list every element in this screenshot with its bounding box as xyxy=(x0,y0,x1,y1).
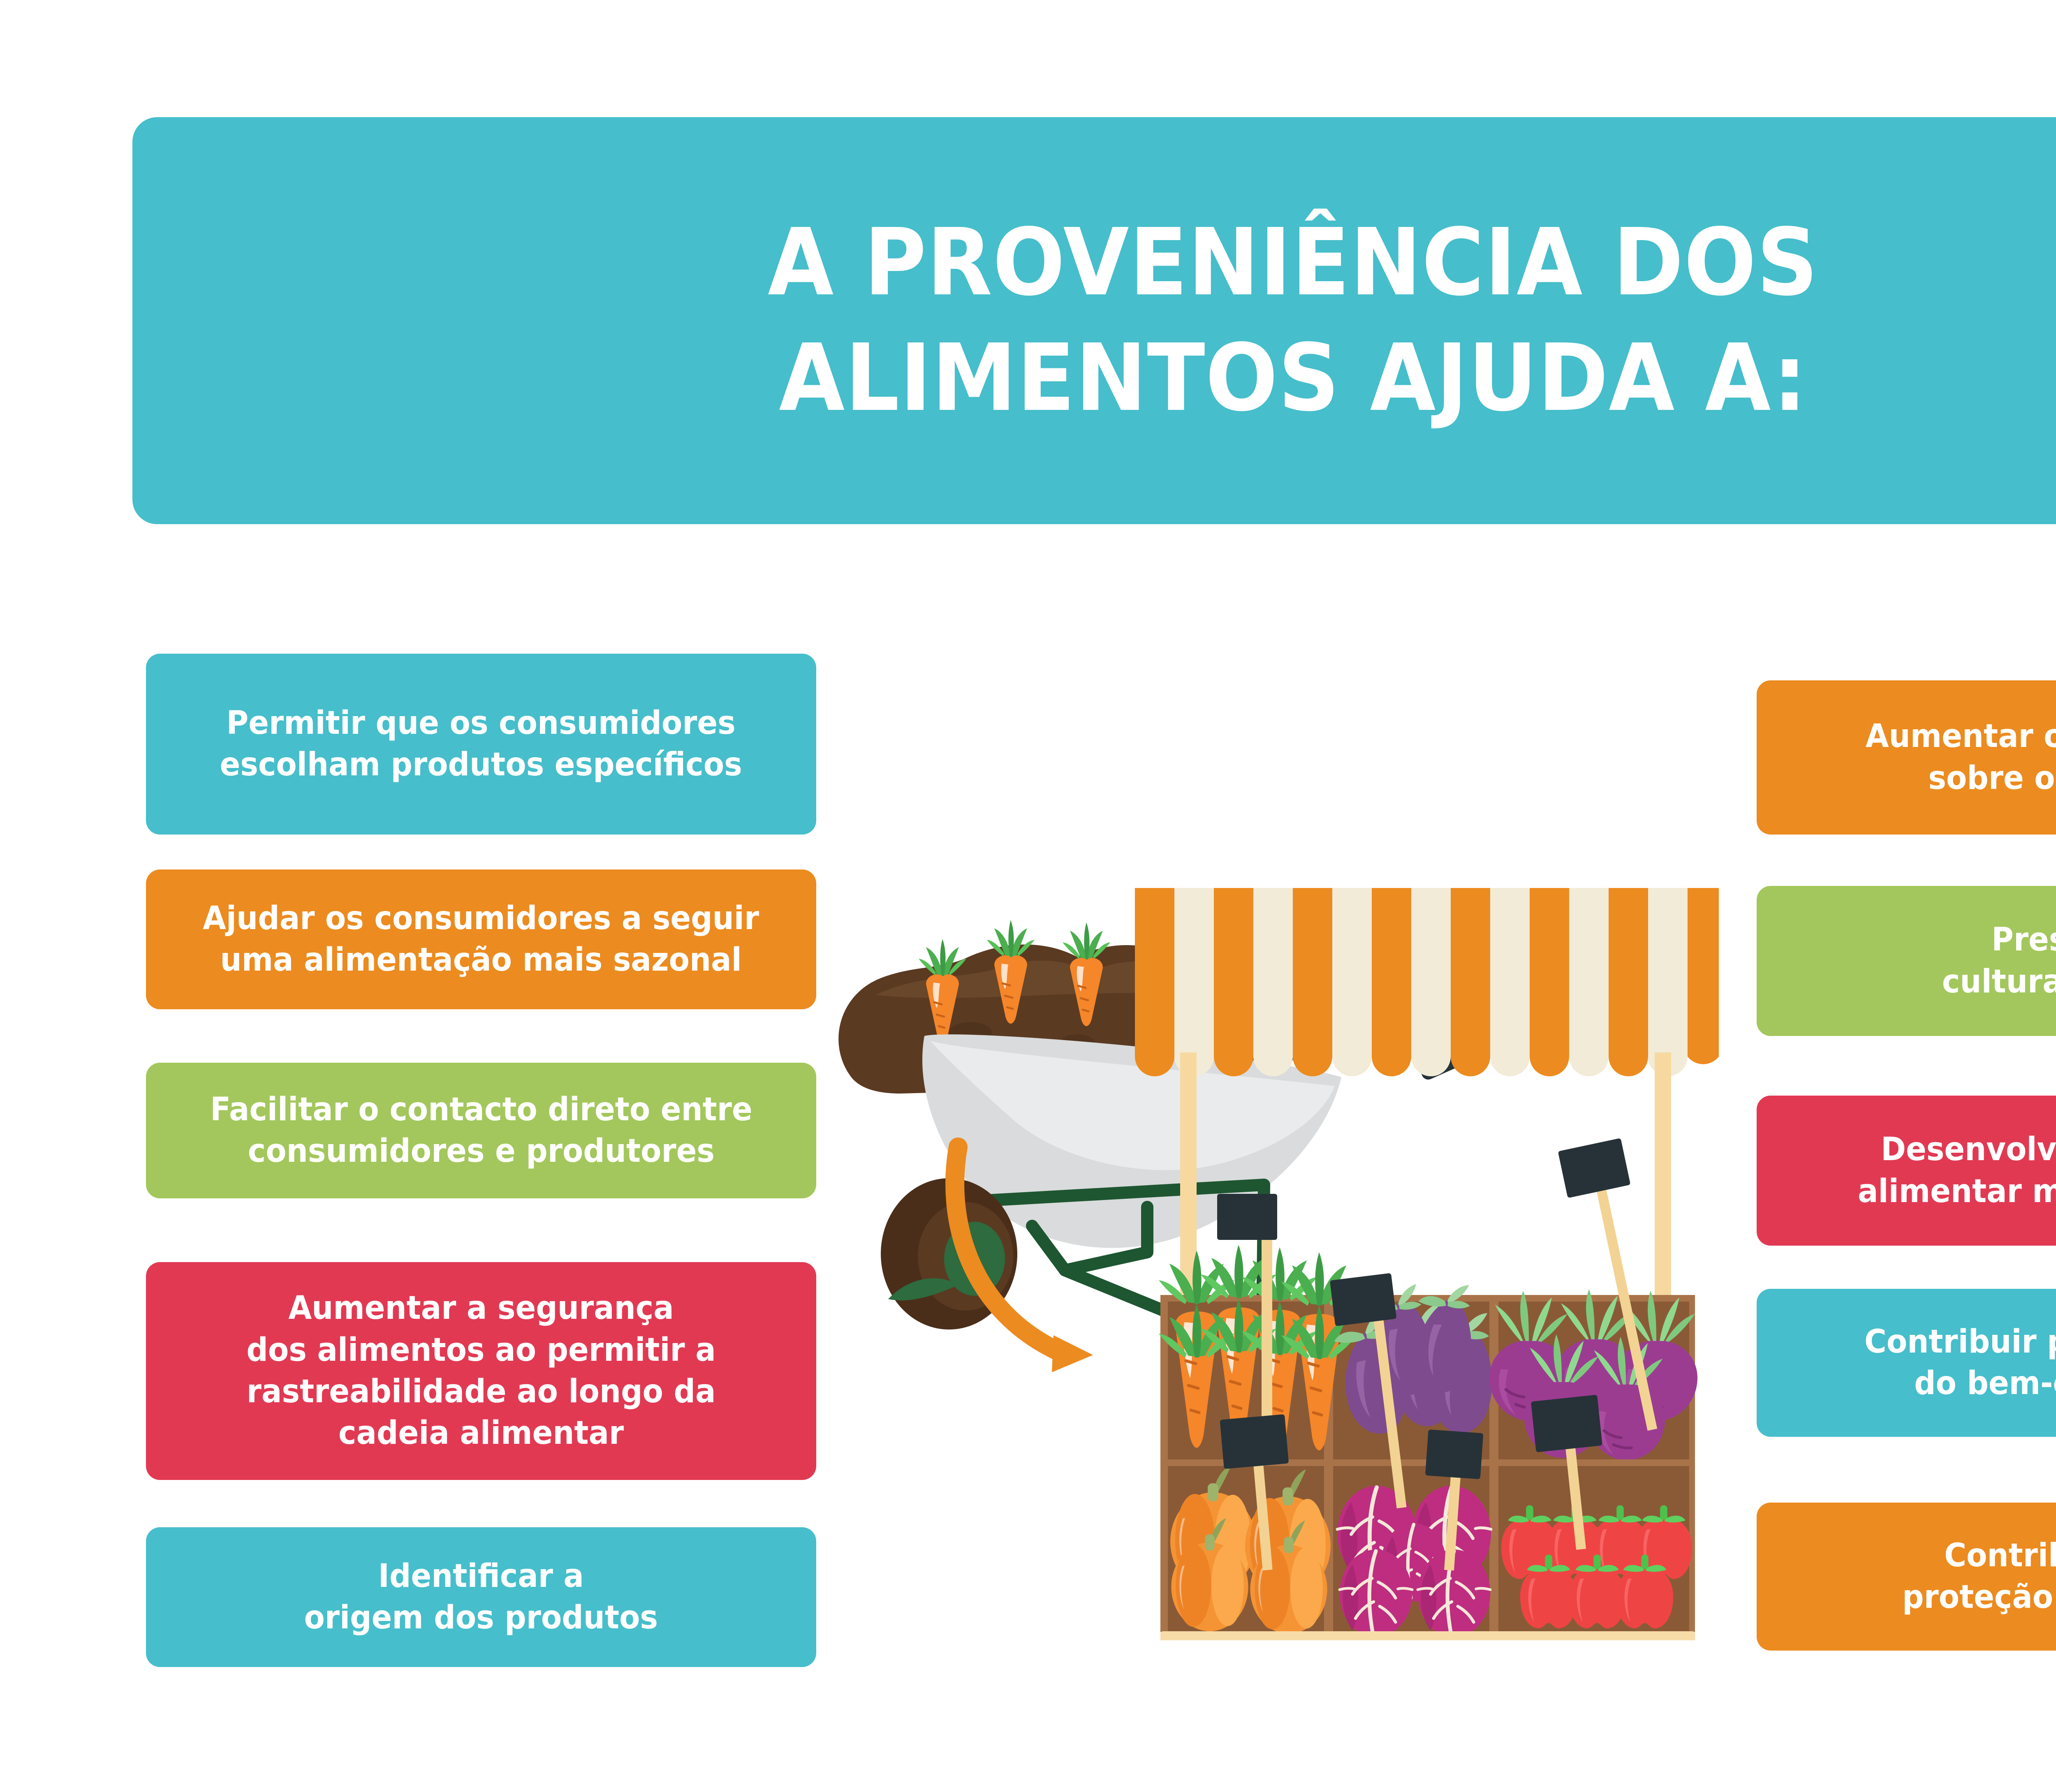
awning-scallops xyxy=(1174,1028,1688,1076)
price-tag xyxy=(1425,1429,1483,1571)
benefit-box-right-2[interactable]: Preservar a cultura alimentar xyxy=(1757,886,2056,1036)
benefit-label: Permitir que os consumidores escolham pr… xyxy=(220,704,743,783)
price-tag xyxy=(1531,1395,1602,1550)
benefit-label: Preservar a cultura alimentar xyxy=(1942,921,2056,1000)
stall-shelf-bottom xyxy=(1160,1459,1695,1637)
benefit-label: Identificar a origem dos produtos xyxy=(304,1557,658,1636)
benefit-box-left-1[interactable]: Permitir que os consumidores escolham pr… xyxy=(146,654,816,835)
price-tag xyxy=(1558,1138,1658,1431)
stall-front-planks xyxy=(1160,1631,1695,1640)
price-tag xyxy=(1217,1194,1277,1441)
price-tag xyxy=(1330,1273,1407,1509)
price-tags xyxy=(1217,1138,1658,1571)
benefit-box-left-4[interactable]: Aumentar a segurança dos alimentos ao pe… xyxy=(146,1262,816,1480)
benefit-box-left-5[interactable]: Identificar a origem dos produtos xyxy=(146,1527,816,1667)
benefit-label: Ajudar os consumidores a seguir uma alim… xyxy=(203,899,759,978)
barrow-tray-highlight xyxy=(930,1041,1335,1170)
benefit-label: Contribuir para a proteção do ambiente xyxy=(1902,1537,2056,1616)
market-stall-icon xyxy=(1135,888,1719,1640)
benefit-label: Contribuir para a melhoria do bem-estar … xyxy=(1864,1323,2056,1402)
benefit-box-right-5[interactable]: Contribuir para a proteção do ambiente xyxy=(1757,1503,2056,1651)
benefit-box-left-3[interactable]: Facilitar o contacto direto entre consum… xyxy=(146,1063,816,1198)
benefit-label: Desenvolver um sistema alimentar mais su… xyxy=(1857,1131,2056,1210)
awning-base xyxy=(1135,888,1719,1057)
center-illustration xyxy=(835,765,1731,1640)
benefit-box-right-3[interactable]: Desenvolver um sistema alimentar mais su… xyxy=(1757,1096,2056,1246)
awning-stripes xyxy=(1135,888,1719,1076)
benefit-label: Facilitar o contacto direto entre consum… xyxy=(210,1091,752,1170)
curved-arrow-icon xyxy=(945,1138,1093,1372)
benefit-box-right-4[interactable]: Contribuir para a melhoria do bem-estar … xyxy=(1757,1289,2056,1437)
benefit-label: Aumentar a segurança dos alimentos ao pe… xyxy=(246,1290,716,1452)
header-banner: A PROVENIÊNCIA DOS ALIMENTOS AJUDA A: xyxy=(132,117,2056,524)
benefit-box-right-1[interactable]: Aumentar o conhecimento sobre os aliment… xyxy=(1757,680,2056,835)
arrow-head xyxy=(1052,1335,1093,1372)
benefit-label: Aumentar o conhecimento sobre os aliment… xyxy=(1866,718,2056,797)
benefit-box-left-2[interactable]: Ajudar os consumidores a seguir uma alim… xyxy=(146,869,816,1009)
page-title: A PROVENIÊNCIA DOS ALIMENTOS AJUDA A: xyxy=(768,208,1819,432)
price-tag xyxy=(1220,1414,1289,1571)
